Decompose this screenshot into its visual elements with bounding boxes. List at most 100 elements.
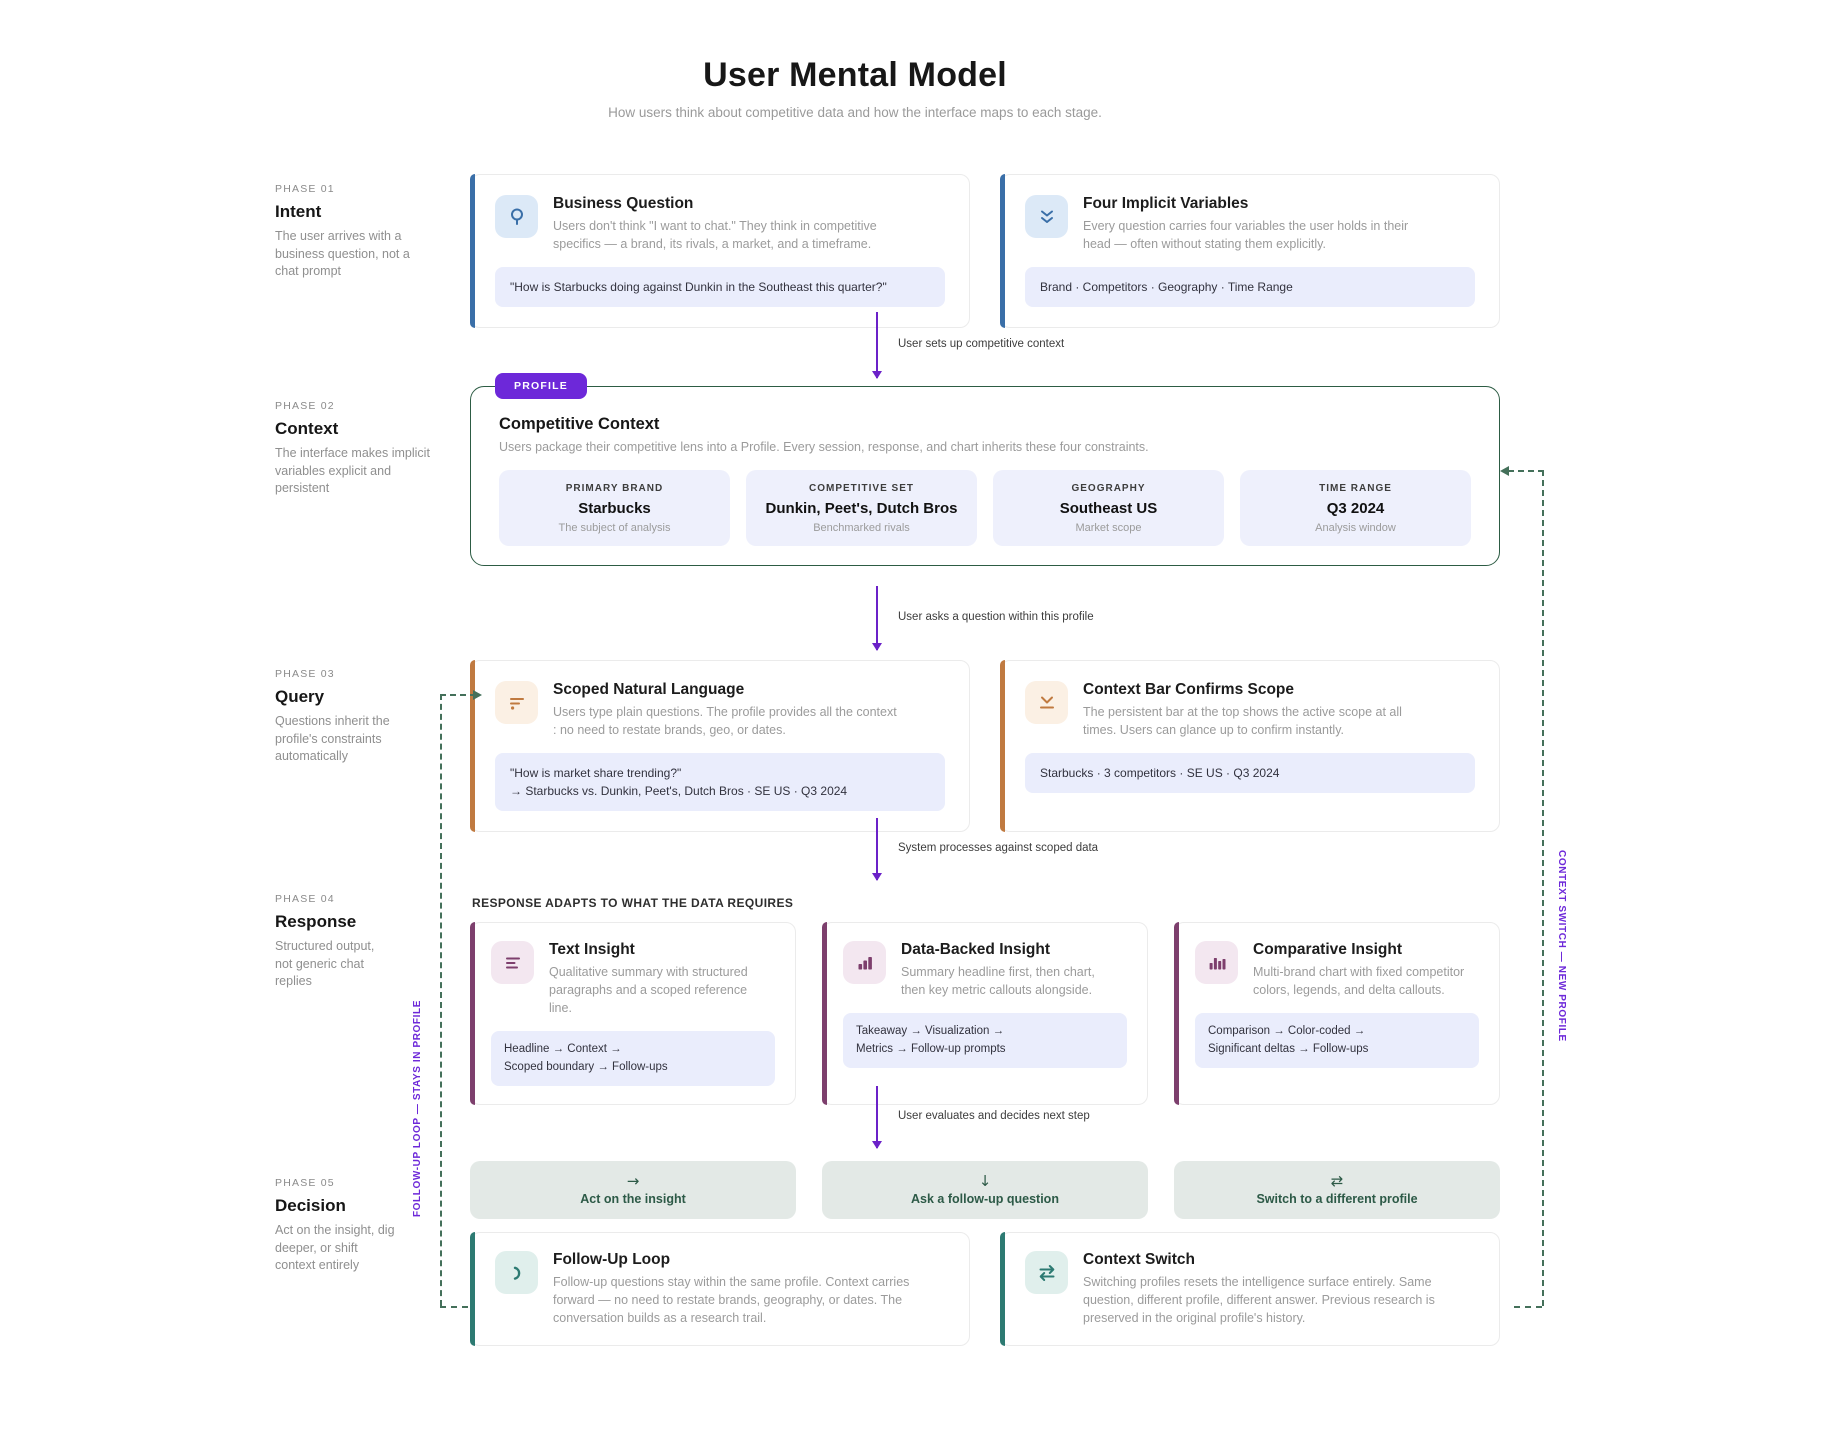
variable-label: COMPETITIVE SET [808,483,914,494]
variable-sub: Market scope [1075,522,1142,534]
competitive-context-profile-card: PROFILE Competitive Context Users packag… [470,373,1500,566]
follow-up-loop-connector-label: FOLLOW-UP LOOP — STAYS IN PROFILE [412,1000,423,1218]
text-lines-icon [495,681,538,724]
arrow-down-icon [876,1086,878,1148]
flow-line-text: Headline → Context → [504,1043,622,1056]
page-title: User Mental Model [703,56,1007,94]
business-question-card: Business Question Users don't think "I w… [470,174,970,329]
outcome-row: Follow-Up Loop Follow-up questions stay … [470,1232,1500,1347]
response-section-header: RESPONSE ADAPTS TO WHAT THE DATA REQUIRE… [472,896,794,910]
phase-number: PHASE 01 [275,183,335,195]
phase-desc: The user arrives with a business questio… [275,229,410,278]
context-switch-connector-line [1542,470,1544,1306]
profile-badge: PROFILE [495,373,587,399]
card-title: Context Switch [1083,1251,1195,1268]
header: User Mental Model How users think about … [355,56,1355,120]
bar-chart-icon [843,941,886,984]
arrow-down-icon [876,312,878,378]
response-flow: Takeaway → Visualization → Metrics → Fol… [843,1013,1127,1068]
phase-desc: The interface makes implicit variables e… [275,446,430,495]
card-body: Qualitative summary with structured para… [549,965,748,1016]
multi-bar-chart-icon [1195,941,1238,984]
variable-value: Dunkin, Peet's, Dutch Bros [765,500,958,517]
arrow-right-icon [473,690,482,700]
context-switch-connector-line [1514,1306,1542,1308]
decision-row: → Act on the insight ↓ Ask a follow-up q… [470,1161,1500,1219]
variables-list: Brand · Competitors · Geography · Time R… [1025,267,1475,308]
page-subtitle: How users think about competitive data a… [608,105,1102,120]
variable-geography: GEOGRAPHY Southeast US Market scope [993,470,1224,546]
chevron-underline-icon [1025,681,1068,724]
phase-number: PHASE 04 [275,893,335,905]
follow-up-loop-card: Follow-Up Loop Follow-up questions stay … [470,1232,970,1347]
phase-02: PHASE 02 Context The interface makes imp… [275,400,450,498]
flow-line-text: Takeaway → Visualization → [856,1025,1005,1038]
card-title: Business Question [553,195,694,212]
paragraph-lines-icon [491,941,534,984]
flow-arrow-2: User asks a question within this profile [876,586,1094,650]
follow-up-loop-connector-line [440,694,476,696]
phase-05: PHASE 05 Decision Act on the insight, di… [275,1177,450,1275]
button-label: Act on the insight [580,1192,686,1206]
card-body: Follow-up questions stay within the same… [553,1275,910,1326]
swap-arrows-icon: ⇄ [1330,1172,1344,1190]
phase-number: PHASE 03 [275,668,335,680]
flow-label: System processes against scoped data [898,842,1099,854]
profile-title: Competitive Context [499,415,660,433]
follow-up-loop-connector-line [440,1306,468,1308]
example-question-quote: "How is Starbucks doing against Dunkin i… [495,267,945,308]
phase-desc: Act on the insight, dig deeper, or shift… [275,1223,395,1272]
card-title: Four Implicit Variables [1083,195,1249,212]
scoped-natural-language-card: Scoped Natural Language Users type plain… [470,660,970,833]
flow-line-text: Significant deltas → Follow-ups [1208,1042,1369,1055]
card-body: Switching profiles resets the intelligen… [1083,1275,1435,1326]
context-bar-card: Context Bar Confirms Scope The persisten… [1000,660,1500,833]
ask-follow-up-button[interactable]: ↓ Ask a follow-up question [822,1161,1148,1219]
variable-label: TIME RANGE [1319,483,1392,494]
variable-competitive-set: COMPETITIVE SET Dunkin, Peet's, Dutch Br… [746,470,977,546]
switch-profile-button[interactable]: ⇄ Switch to a different profile [1174,1161,1500,1219]
arrow-left-icon [1500,466,1509,476]
card-title: Scoped Natural Language [553,681,745,698]
phase-title: Intent [275,202,322,221]
card-body: Multi-brand chart with fixed competitor … [1253,965,1465,998]
scope-confirmation: Starbucks · 3 competitors · SE US · Q3 2… [1025,753,1475,794]
variable-sub: Analysis window [1315,522,1396,534]
phase-title: Context [275,419,339,438]
loop-arc-icon [495,1251,538,1294]
quote-line: "How is market share trending?" [510,766,682,781]
card-body: Every question carries four variables th… [1083,219,1409,252]
response-row: Text Insight Qualitative summary with st… [470,922,1500,1105]
arrow-down-icon [876,586,878,650]
button-label: Ask a follow-up question [911,1192,1059,1206]
phase-desc: Structured output, not generic chat repl… [275,939,375,988]
context-switch-connector-line [1508,470,1544,472]
switch-arrows-icon [1025,1251,1068,1294]
phase-01: PHASE 01 Intent The user arrives with a … [275,183,450,281]
flow-label: User evaluates and decides next step [898,1110,1090,1122]
act-on-insight-button[interactable]: → Act on the insight [470,1161,796,1219]
text-insight-card: Text Insight Qualitative summary with st… [470,922,796,1105]
phase-title: Query [275,687,325,706]
implicit-variables-card: Four Implicit Variables Every question c… [1000,174,1500,329]
card-title: Text Insight [549,941,635,958]
response-flow: Comparison → Color-coded → Significant d… [1195,1013,1479,1068]
query-row: Scoped Natural Language Users type plain… [470,660,1500,833]
intent-row: Business Question Users don't think "I w… [470,174,1500,329]
variable-value: Q3 2024 [1326,500,1385,517]
follow-up-loop-connector-line [440,694,442,1306]
flow-arrow-3: System processes against scoped data [876,818,1098,880]
variable-sub: Benchmarked rivals [813,522,910,534]
data-backed-insight-card: Data-Backed Insight Summary headline fir… [822,922,1148,1105]
card-title: Follow-Up Loop [553,1251,671,1268]
button-label: Switch to a different profile [1256,1192,1418,1206]
card-body: Users type plain questions. The profile … [553,705,897,738]
card-body: Users don't think "I want to chat." They… [553,219,877,252]
context-switch-connector-label: CONTEXT SWITCH — NEW PROFILE [1556,850,1567,1042]
arrow-right-icon: → [626,1172,640,1190]
context-switch-card: Context Switch Switching profiles resets… [1000,1232,1500,1347]
variable-sub: The subject of analysis [558,522,671,534]
phase-title: Response [275,912,357,931]
example-query-quote: "How is market share trending?" → Starbu… [495,753,945,812]
